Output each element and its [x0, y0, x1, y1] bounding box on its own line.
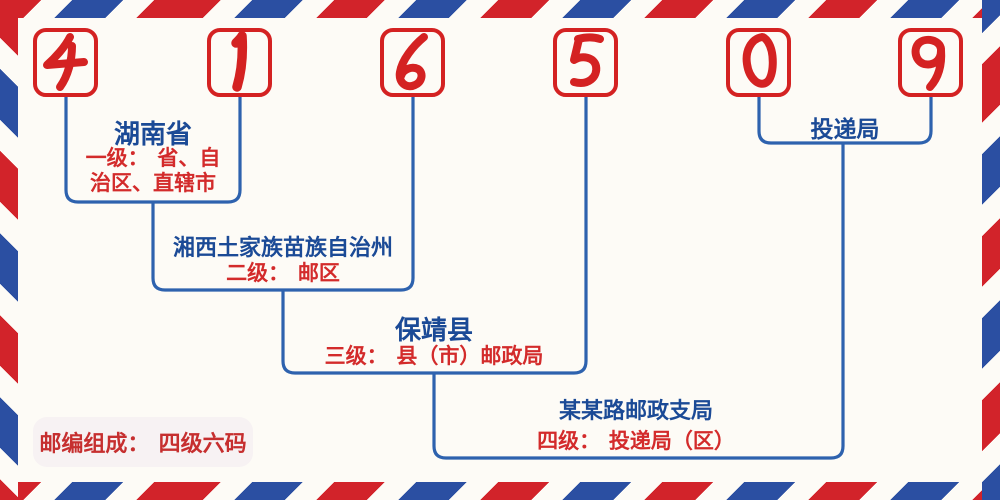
- level4-name: 某某路邮政支局: [558, 399, 714, 424]
- composition-badge: 邮编组成：四级六码: [33, 417, 253, 467]
- level5-name: 投递局: [810, 117, 880, 143]
- airmail-border-bottom: [0, 482, 1000, 500]
- digit-glyph-3: [395, 33, 428, 91]
- airmail-border-right: [982, 0, 1000, 500]
- level2-name: 湘西土家族苗族自治州: [172, 236, 394, 261]
- bracket-level4: [432, 143, 845, 460]
- level3-name: 保靖县: [394, 316, 474, 346]
- bracket-delivery: [757, 97, 933, 145]
- digit-box-5: [726, 28, 791, 97]
- level1-name: 湖南省: [113, 120, 193, 150]
- digit-glyph-5: [742, 33, 777, 88]
- composition-badge-text: 邮编组成：四级六码: [39, 432, 247, 457]
- digit-glyph-6: [911, 35, 946, 91]
- digit-box-6: [898, 28, 963, 97]
- level1-desc-line2: 治区、直辖市: [90, 171, 216, 195]
- level3-desc: 三级：县（市）邮政局: [324, 344, 544, 368]
- airmail-border-left: [0, 0, 18, 500]
- level4-desc: 四级：投递局（区）: [537, 429, 735, 453]
- digit-box-1: [33, 28, 98, 97]
- digit-glyph-2: [231, 32, 248, 92]
- level1-desc: 一级：省、自 治区、直辖市: [86, 146, 221, 196]
- level2-desc: 二级：邮区: [226, 261, 340, 285]
- airmail-border-top: [0, 0, 1000, 18]
- level1-desc-line1: 一级：省、自: [85, 146, 221, 170]
- digit-box-2: [207, 28, 272, 97]
- digit-glyph-1: [43, 33, 88, 91]
- digit-glyph-4: [570, 33, 604, 87]
- digit-box-4: [553, 28, 618, 97]
- digit-box-3: [380, 28, 445, 97]
